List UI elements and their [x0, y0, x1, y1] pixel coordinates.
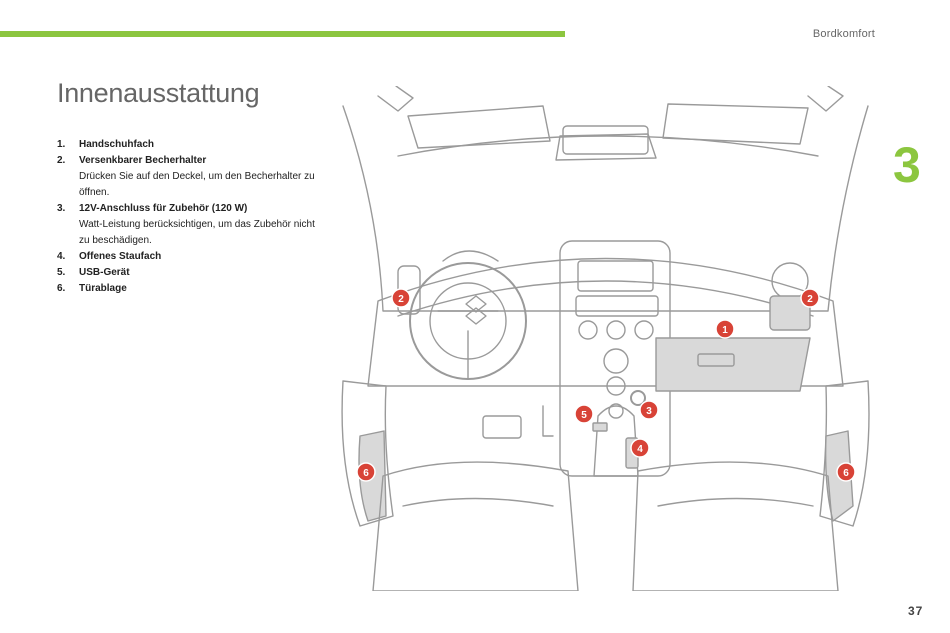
- callout-5: 5: [574, 404, 594, 424]
- legend-item: 4. Offenes Staufach: [57, 249, 322, 265]
- steering-wheel: [409, 262, 527, 380]
- legend-number: 5.: [57, 267, 66, 278]
- legend-label: USB-Gerät: [79, 267, 130, 278]
- door-right: [819, 380, 870, 527]
- car-interior-illustration: 1 2 2 3 4 5 6 6: [341, 86, 870, 591]
- callout-6-right: 6: [836, 462, 856, 482]
- legend-number: 3.: [57, 203, 66, 214]
- section-header: Bordkomfort: [812, 28, 875, 40]
- green-accent-bar: [0, 31, 565, 37]
- callout-6-left: 6: [356, 462, 376, 482]
- svg-text:3: 3: [646, 406, 652, 417]
- legend-label: Türablage: [79, 283, 127, 294]
- page-title: Innenausstattung: [57, 78, 260, 109]
- svg-text:2: 2: [398, 294, 404, 305]
- seat-left: [372, 461, 579, 591]
- glovebox: [655, 337, 811, 392]
- svg-text:6: 6: [843, 468, 849, 479]
- sun-visor-right: [662, 103, 809, 145]
- callout-3: 3: [639, 400, 659, 420]
- legend-item: 1. Handschuhfach: [57, 137, 322, 153]
- dashboard: [367, 257, 844, 387]
- callout-4: 4: [630, 438, 650, 458]
- legend-description: Drücken Sie auf den Deckel, um den Beche…: [79, 171, 315, 198]
- legend-label: Versenkbarer Becherhalter: [79, 155, 207, 166]
- power-outlet: [630, 390, 646, 406]
- callout-2-left: 2: [391, 288, 411, 308]
- chapter-number: 3: [893, 137, 921, 193]
- legend-list: 1. Handschuhfach 2. Versenkbarer Becherh…: [57, 137, 322, 297]
- rear-mirror: [562, 125, 649, 155]
- legend-number: 4.: [57, 251, 66, 262]
- legend-label: Handschuhfach: [79, 139, 155, 150]
- legend-description: Watt-Leistung berücksichtigen, um das Zu…: [79, 219, 315, 246]
- callout-2-right: 2: [800, 288, 820, 308]
- legend-item: 3. 12V-Anschluss für Zubehör (120 W) Watt…: [57, 201, 322, 249]
- legend-label: 12V-Anschluss für Zubehör (120 W): [79, 203, 248, 214]
- svg-text:6: 6: [363, 468, 369, 479]
- legend-number: 1.: [57, 139, 66, 150]
- legend-label: Offenes Staufach: [79, 251, 162, 262]
- legend-number: 6.: [57, 283, 66, 294]
- svg-text:1: 1: [722, 325, 728, 336]
- door-left: [341, 380, 394, 527]
- windshield-frame: [342, 105, 869, 312]
- page-number: 37: [908, 604, 924, 618]
- legend-item: 6. Türablage: [57, 281, 322, 297]
- callout-1: 1: [715, 319, 735, 339]
- svg-text:5: 5: [581, 410, 587, 421]
- svg-text:4: 4: [637, 444, 643, 455]
- usb-socket: [592, 422, 608, 432]
- legend-item: 5. USB-Gerät: [57, 265, 322, 281]
- svg-text:2: 2: [807, 294, 813, 305]
- legend-number: 2.: [57, 155, 66, 166]
- sun-visor-left: [407, 105, 551, 149]
- seat-right: [632, 461, 839, 591]
